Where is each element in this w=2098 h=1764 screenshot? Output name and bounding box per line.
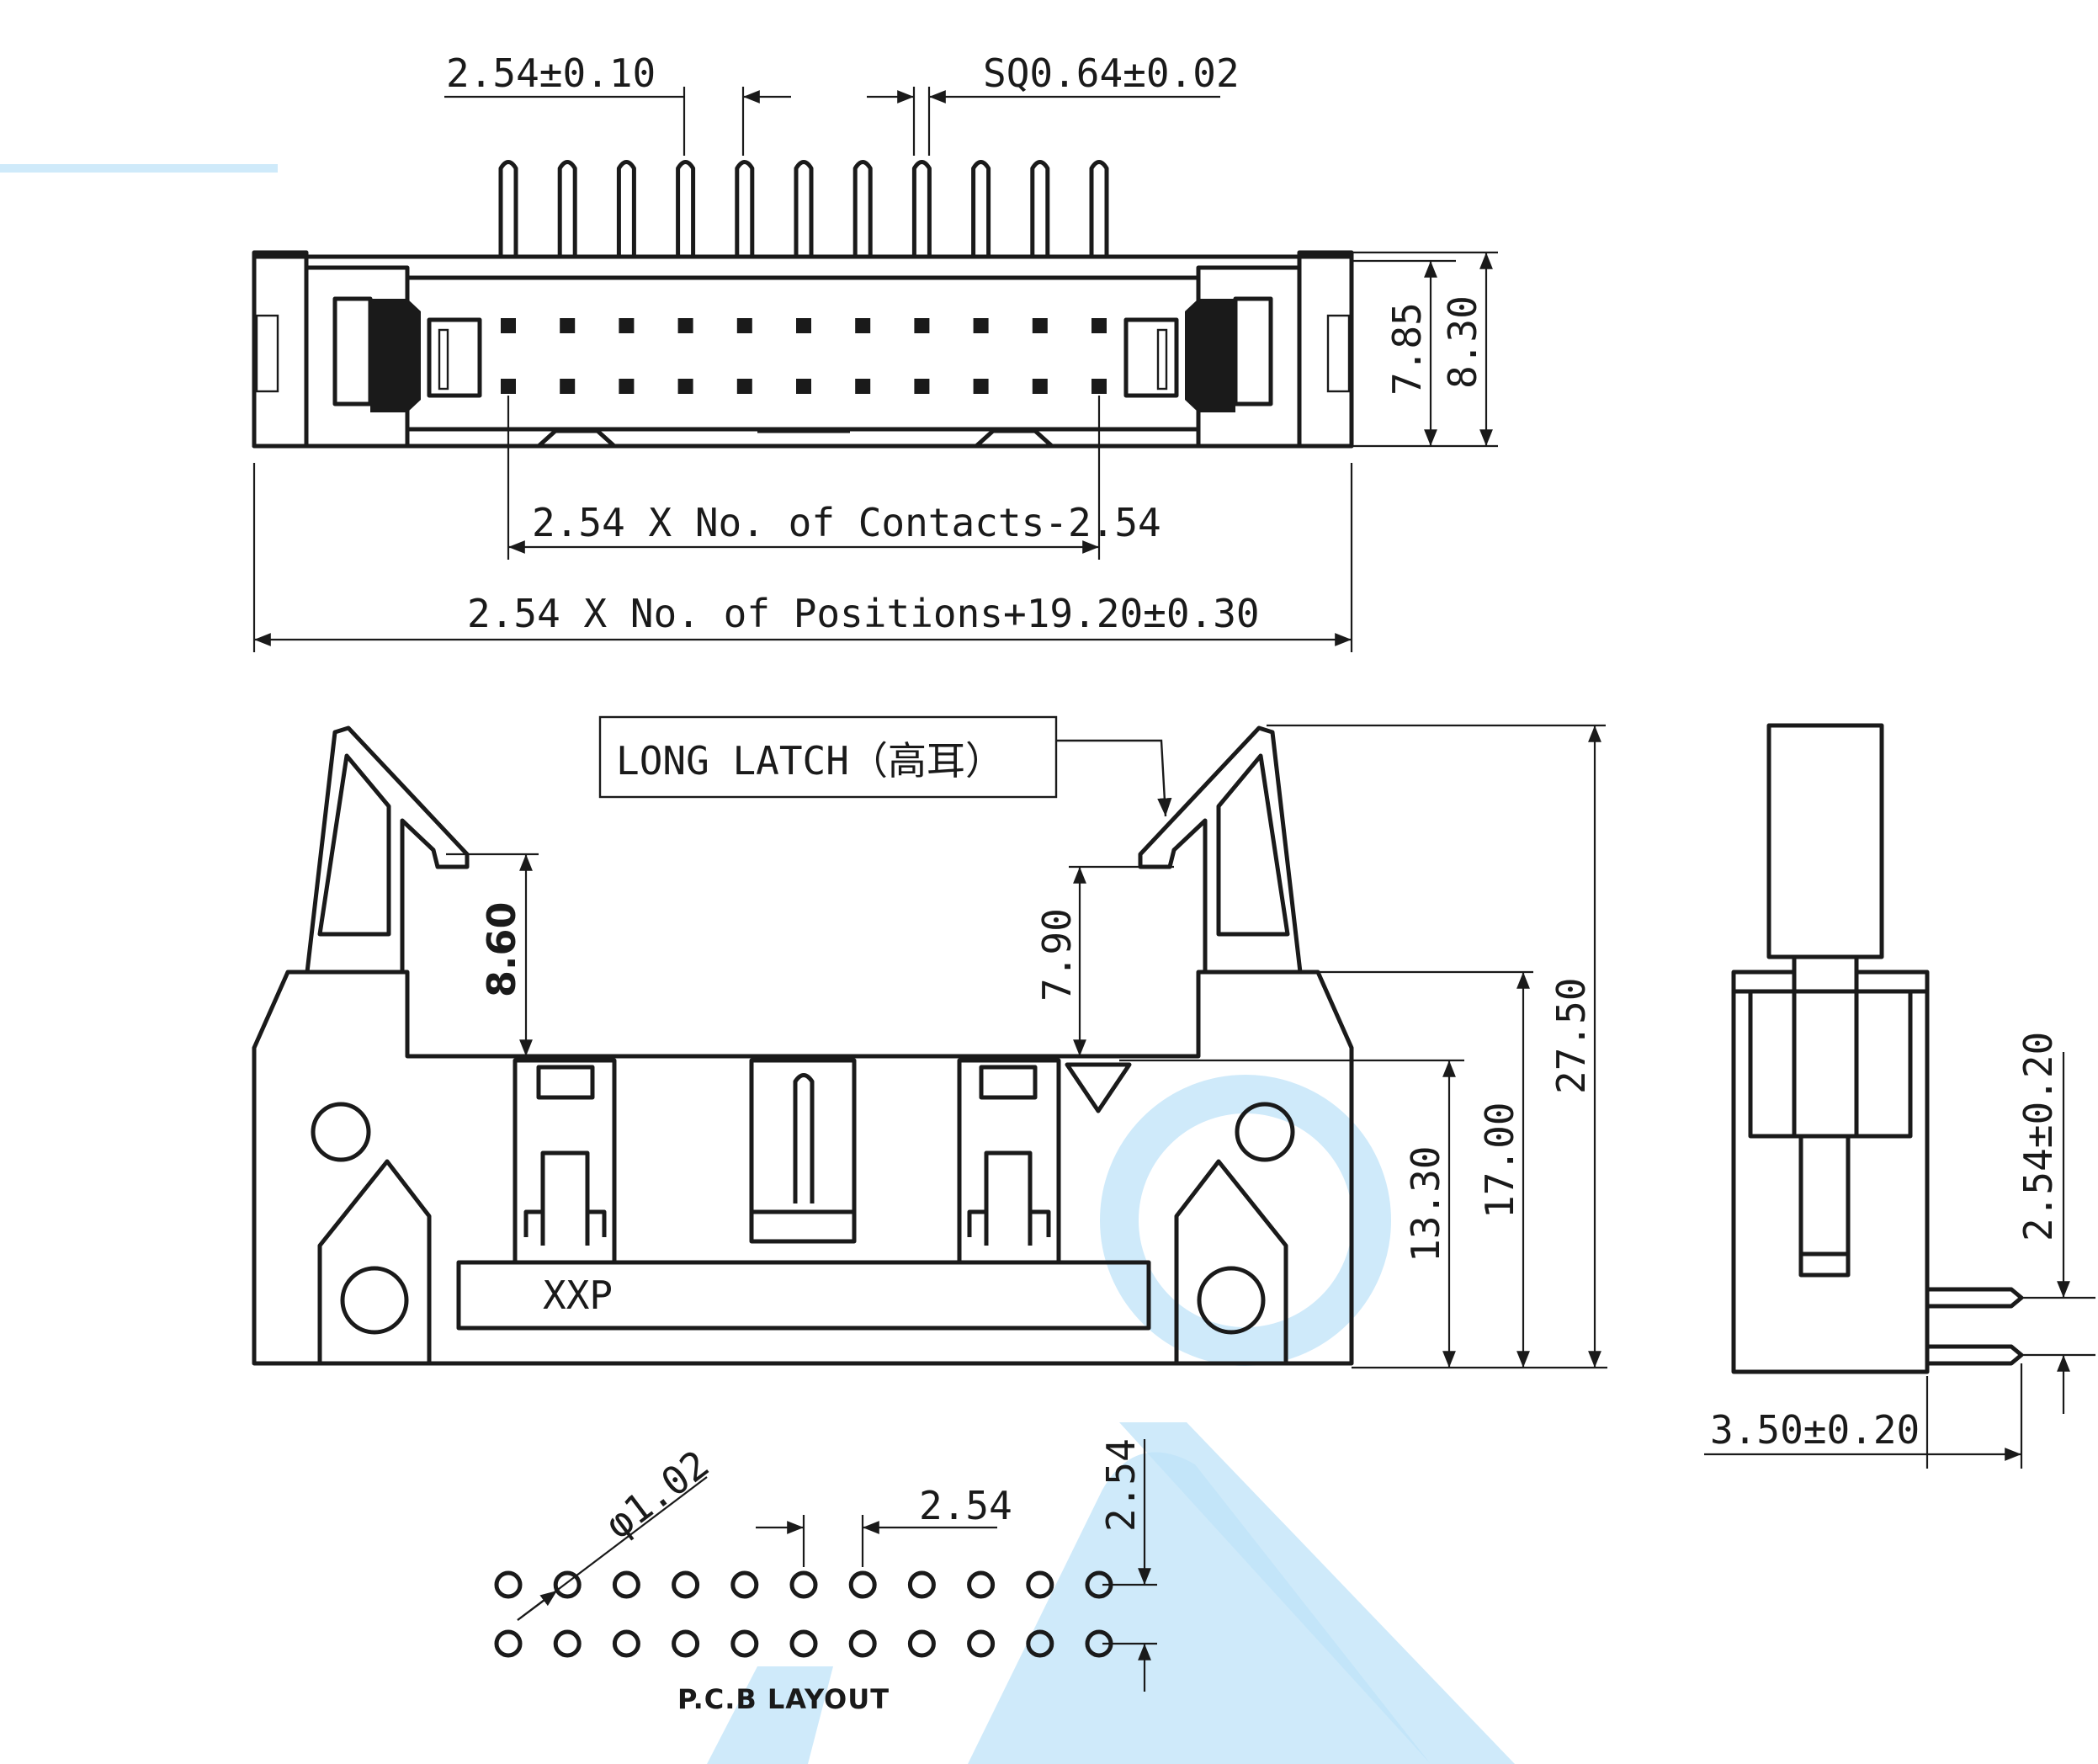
watermark-logo xyxy=(0,164,1515,1764)
inner-depth-dim-label: 7.90 xyxy=(1034,908,1080,1002)
dim-inner-depth: 7.90 xyxy=(1034,865,1174,1056)
dim-height-830: 8.30 xyxy=(1352,251,1498,446)
contact-square xyxy=(914,318,930,333)
pcb-hole xyxy=(907,1570,936,1599)
top-view: 2.54±0.10 SQ0.64±0.02 7.85 8.30 2.54 X N… xyxy=(252,50,1498,652)
pcb-hole xyxy=(553,1570,582,1599)
tail-offset-dim-label: 3.50±0.20 xyxy=(1710,1407,1920,1453)
pcb-hole xyxy=(672,1570,700,1599)
dim-col-pitch: 2.54 xyxy=(756,1483,1012,1567)
pin-tail xyxy=(852,160,873,257)
pin-tail xyxy=(616,160,636,257)
dim-overall-length: 2.54 X No. of Positions+19.20±0.30 xyxy=(252,463,1353,652)
pin-size-dim-label: SQ0.64±0.02 xyxy=(983,50,1240,96)
pcb-hole xyxy=(672,1629,700,1658)
pin-tail xyxy=(794,160,814,257)
contact-square xyxy=(677,318,693,333)
contact-square xyxy=(736,379,752,394)
pitch-dim-label: 2.54±0.10 xyxy=(446,50,656,96)
pcb-layout-caption: P.C.B LAYOUT xyxy=(677,1683,890,1715)
pin-tail xyxy=(498,160,518,257)
front-view: XXP LONG LATCH（高耳） 8.60 7.90 13.30 1 xyxy=(252,715,1607,1369)
top-view-pin-tails xyxy=(498,160,1109,257)
pcb-hole xyxy=(730,1570,759,1599)
contact-square xyxy=(501,379,516,394)
pin-tail xyxy=(971,160,991,257)
contact-square xyxy=(855,318,871,333)
row-pitch-pcb-dim-label: 2.54 xyxy=(1098,1438,1144,1532)
outer-height-dim-label: 8.30 xyxy=(1440,295,1485,389)
pcb-hole xyxy=(494,1629,523,1658)
pcb-hole xyxy=(553,1629,582,1658)
row-pitch-side-dim-label: 2.54±0.20 xyxy=(2016,1032,2061,1241)
pcb-hole xyxy=(494,1570,523,1599)
pcb-hole xyxy=(612,1570,640,1599)
pcb-hole xyxy=(848,1629,877,1658)
contact-square xyxy=(855,379,871,394)
overall-height-dim-label: 27.50 xyxy=(1548,978,1594,1094)
dim-pitch: 2.54±0.10 xyxy=(444,50,791,156)
latch-callout-label: LONG LATCH（高耳） xyxy=(616,738,1004,784)
pin-tail xyxy=(557,160,577,257)
contact-square xyxy=(677,379,693,394)
contact-square xyxy=(501,318,516,333)
pcb-holes xyxy=(494,1570,1113,1658)
pin-tail xyxy=(676,160,696,257)
contact-square xyxy=(973,318,989,333)
contact-square xyxy=(1032,318,1048,333)
contact-square xyxy=(973,379,989,394)
pcb-hole xyxy=(730,1629,759,1658)
contacts-span-dim-label: 2.54 X No. of Contacts-2.54 xyxy=(532,500,1161,545)
pcb-hole xyxy=(1026,1570,1054,1599)
dim-tail-offset: 3.50±0.20 xyxy=(1704,1363,2023,1469)
dim-pin-square: SQ0.64±0.02 xyxy=(867,50,1240,156)
contact-square xyxy=(736,318,752,333)
pin-tail xyxy=(911,160,932,257)
pcb-hole xyxy=(1026,1629,1054,1658)
inner-height-dim-label: 7.85 xyxy=(1384,302,1430,396)
body-height-dim-label: 13.30 xyxy=(1403,1146,1448,1262)
pcb-hole xyxy=(848,1570,877,1599)
contact-square xyxy=(619,318,635,333)
dim-latch-depth: 8.60 xyxy=(446,853,539,1056)
pcb-hole xyxy=(612,1629,640,1658)
pin-tail xyxy=(1089,160,1109,257)
overall-length-dim-label: 2.54 X No. of Positions+19.20±0.30 xyxy=(467,591,1260,636)
contact-square xyxy=(796,379,811,394)
dim-contacts-span: 2.54 X No. of Contacts-2.54 xyxy=(507,396,1161,560)
pin-tail xyxy=(1030,160,1050,257)
dim-overall-height: 27.50 xyxy=(1267,724,1606,1368)
contact-square xyxy=(914,379,930,394)
pcb-hole xyxy=(967,1570,996,1599)
contact-square xyxy=(1032,379,1048,394)
hole-dia-dim-label: φ1.02 xyxy=(597,1441,717,1547)
pcb-hole xyxy=(967,1629,996,1658)
part-marking: XXP xyxy=(543,1273,613,1318)
pcb-hole xyxy=(789,1570,818,1599)
side-view: 2.54±0.20 3.50±0.20 xyxy=(1704,723,2095,1469)
dim-body-height: 13.30 xyxy=(1119,1059,1607,1369)
col-pitch-dim-label: 2.54 xyxy=(919,1483,1012,1528)
dim-shoulder-height: 17.00 xyxy=(1318,970,1533,1368)
contact-square xyxy=(1091,379,1107,394)
pcb-hole xyxy=(907,1629,936,1658)
shoulder-height-dim-label: 17.00 xyxy=(1477,1102,1522,1219)
contact-square xyxy=(796,318,811,333)
latch-callout[interactable]: LONG LATCH（高耳） xyxy=(598,715,1172,817)
dim-height-785: 7.85 xyxy=(1352,259,1498,448)
contact-square xyxy=(560,379,576,394)
contact-square xyxy=(619,379,635,394)
pin-tail xyxy=(735,160,755,257)
latch-depth-dim-label: 8.60 xyxy=(479,902,524,998)
contact-square xyxy=(1091,318,1107,333)
top-view-contacts xyxy=(501,318,1107,394)
pcb-hole xyxy=(789,1629,818,1658)
dim-row-pitch-pcb: 2.54 xyxy=(1098,1438,1157,1692)
dim-row-pitch-side: 2.54±0.20 xyxy=(2016,1032,2095,1414)
contact-square xyxy=(560,318,576,333)
